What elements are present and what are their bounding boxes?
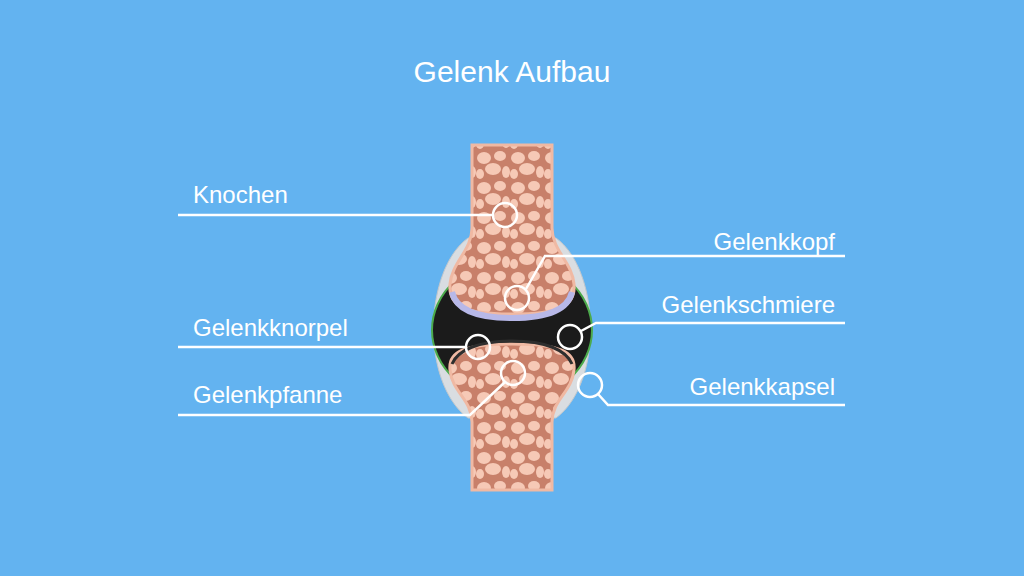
leader-line (581, 323, 845, 331)
callout-circle (578, 373, 602, 397)
part-label: Gelenkkopf (714, 228, 835, 257)
part-label: Gelenkpfanne (193, 381, 342, 410)
callout-circle (501, 361, 525, 385)
leader-lines (178, 203, 845, 415)
upper-bone (450, 145, 574, 314)
callout-circle (505, 286, 529, 310)
part-label: Knochen (193, 181, 288, 210)
part-label: Gelenkkapsel (690, 373, 835, 402)
leader-line (178, 346, 466, 349)
leader-line (526, 256, 845, 289)
callout-circle (466, 335, 490, 359)
callout-circle (558, 325, 582, 349)
cartilage-layer (452, 292, 572, 318)
leader-line (178, 382, 505, 415)
lower-bone (450, 344, 574, 490)
part-label: Gelenkknorpel (193, 314, 348, 343)
part-label: Gelenkschmiere (662, 291, 835, 320)
callout-circle (493, 203, 517, 227)
leader-line (178, 214, 493, 217)
diagram-title: Gelenk Aufbau (0, 54, 1024, 90)
